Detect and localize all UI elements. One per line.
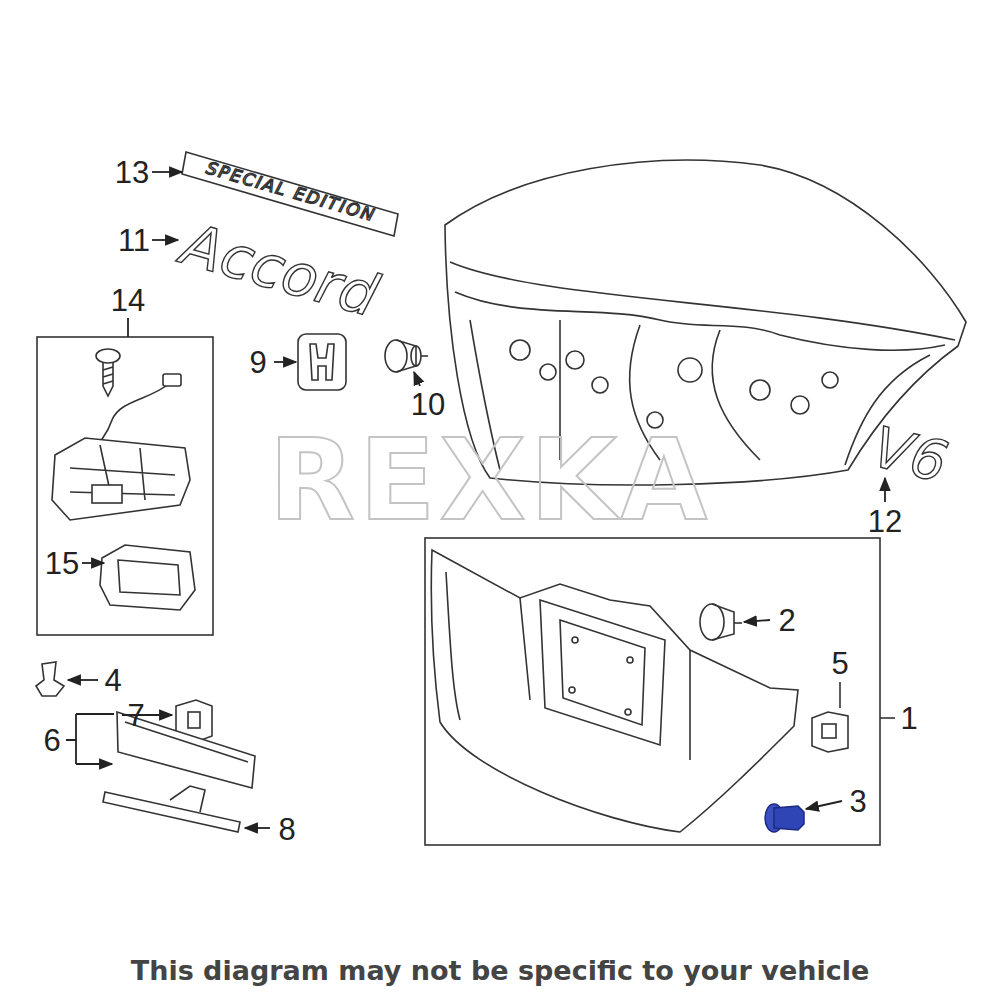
emblem-lettering: SPECIAL EDITION (204, 160, 377, 225)
emblem-lettering: V6 (867, 419, 952, 491)
callout-number: 3 (849, 786, 866, 817)
callout-number: 15 (45, 548, 79, 579)
callout-number: 8 (278, 814, 295, 845)
watermark: REXKA (269, 424, 712, 536)
callout-number: 13 (115, 157, 149, 188)
callout-number: 4 (104, 665, 121, 696)
callout-number: 11 (118, 225, 150, 256)
callout-number: 6 (43, 725, 60, 756)
callout-number: 9 (249, 347, 266, 378)
callout-number: 5 (831, 648, 848, 679)
caption: This diagram may not be specific to your… (131, 957, 870, 984)
callout-number: 12 (868, 506, 902, 537)
callout-number: 10 (411, 389, 445, 420)
emblem-lettering: Accord (176, 215, 384, 326)
callout-number: 7 (127, 700, 144, 731)
callout-number: 1 (900, 703, 917, 734)
callout-number: 14 (111, 285, 145, 316)
callout-number: 2 (778, 605, 795, 636)
